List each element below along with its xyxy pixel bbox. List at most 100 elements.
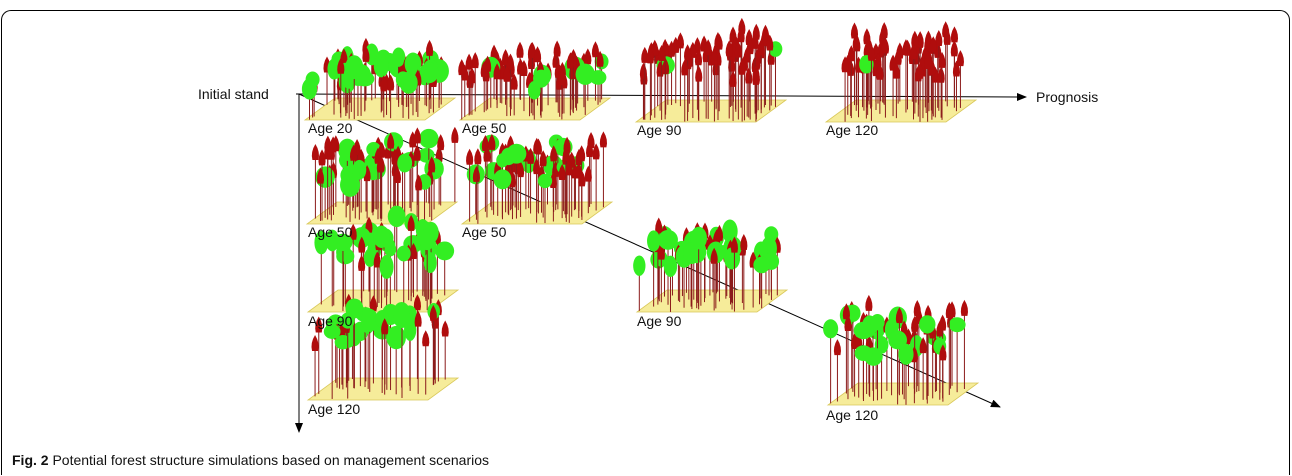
conifer-crown: [441, 320, 449, 337]
stands-layer: [301, 17, 980, 406]
conifer-crown: [316, 167, 325, 184]
conifer-crown: [655, 217, 663, 234]
conifer-crown: [377, 155, 385, 172]
broadleaf-crown: [391, 47, 406, 67]
conifer-crown: [415, 174, 423, 191]
conifer-crown: [881, 37, 889, 54]
broadleaf-crown: [323, 324, 341, 339]
conifer-crown: [841, 56, 849, 73]
stand-label-s2: Age 50: [462, 120, 507, 136]
conifer-crown: [428, 156, 436, 173]
stand-label-s6: Age 50: [462, 224, 507, 240]
conifer-crown: [585, 140, 594, 157]
broadleaf-crown: [633, 255, 646, 276]
conifer-crown: [566, 52, 574, 69]
stand-label-s9: Age 120: [308, 401, 360, 417]
broadleaf-crown: [384, 242, 397, 257]
conifer-crown: [929, 36, 937, 53]
stand-ground: [635, 289, 789, 313]
forest-stand-s10: [823, 294, 980, 406]
conifer-crown: [729, 70, 737, 87]
conifer-crown: [493, 63, 501, 80]
broadleaf-crown: [575, 63, 595, 85]
conifer-crown: [894, 48, 902, 65]
figure-number: Fig. 2: [12, 452, 49, 468]
figure-caption: Fig. 2 Potential forest structure simula…: [12, 452, 489, 468]
conifer-crown: [710, 48, 718, 65]
conifer-crown: [916, 62, 924, 79]
conifer-crown: [684, 44, 692, 61]
conifer-crown: [681, 59, 689, 76]
broadleaf-crown: [919, 315, 936, 334]
conifer-crown: [483, 145, 491, 162]
conifer-crown: [952, 60, 961, 77]
figure-frame: [1, 10, 1290, 475]
forest-stand-s4: [824, 21, 978, 123]
broadleaf-crown: [387, 205, 406, 228]
conifer-crown: [924, 52, 932, 69]
conifer-crown: [437, 134, 445, 151]
conifer-crown: [534, 138, 542, 155]
conifer-crown: [539, 150, 547, 167]
broadleaf-crown: [888, 330, 908, 350]
conifer-crown: [694, 49, 703, 66]
broadleaf-crown: [340, 312, 355, 329]
stand-ground: [634, 99, 788, 123]
conifer-crown: [373, 251, 381, 268]
broadleaf-crown: [404, 52, 422, 76]
conifer-crown: [847, 59, 855, 76]
conifer-crown: [381, 318, 389, 335]
conifer-crown: [578, 145, 586, 162]
conifer-crown: [422, 330, 430, 347]
conifer-crown: [425, 39, 434, 56]
conifer-crown: [852, 33, 860, 50]
broadleaf-crown: [393, 308, 411, 328]
broadleaf-crown: [379, 254, 394, 279]
conifer-crown: [393, 166, 402, 183]
broadleaf-crown: [301, 78, 318, 100]
conifer-crown: [715, 224, 724, 241]
stand-ground: [824, 99, 978, 123]
conifer-crown: [358, 254, 366, 271]
conifer-crown: [945, 301, 953, 318]
broadleaf-crown: [870, 313, 885, 331]
conifer-crown: [876, 63, 884, 80]
conifer-crown: [413, 127, 421, 144]
conifer-crown: [863, 28, 871, 45]
forest-stand-s2: [458, 40, 612, 121]
broadleaf-crown: [647, 230, 661, 252]
broadleaf-crown: [898, 343, 914, 365]
conifer-crown: [867, 44, 876, 61]
broadleaf-crown: [334, 334, 352, 350]
stand-label-s1: Age 20: [308, 120, 353, 136]
conifer-crown: [591, 41, 600, 58]
conifer-crown: [734, 41, 742, 58]
conifer-crown: [506, 53, 515, 70]
broadleaf-crown: [396, 245, 411, 262]
stand-ground: [306, 377, 460, 401]
conifer-crown: [318, 149, 326, 166]
broadleaf-crown: [340, 172, 361, 197]
conifer-crown: [842, 303, 850, 320]
conifer-crown: [349, 223, 357, 240]
stand-ground: [458, 97, 612, 121]
conifer-crown: [943, 28, 951, 45]
conifer-crown: [950, 40, 958, 57]
conifer-crown: [847, 45, 855, 62]
conifer-crown: [387, 132, 395, 149]
conifer-crown: [658, 44, 666, 61]
conifer-crown: [349, 144, 358, 161]
conifer-crown: [725, 40, 733, 57]
broadleaf-crown: [373, 54, 389, 78]
conifer-crown: [919, 337, 927, 354]
conifer-crown: [311, 143, 319, 160]
conifer-crown: [327, 143, 335, 160]
broadleaf-crown: [853, 321, 874, 340]
conifer-crown: [578, 170, 586, 187]
broadleaf-crown: [435, 241, 455, 261]
conifer-crown: [751, 32, 759, 49]
conifer-crown: [757, 39, 765, 56]
broadleaf-crown: [527, 80, 541, 100]
conifer-crown: [667, 40, 676, 57]
